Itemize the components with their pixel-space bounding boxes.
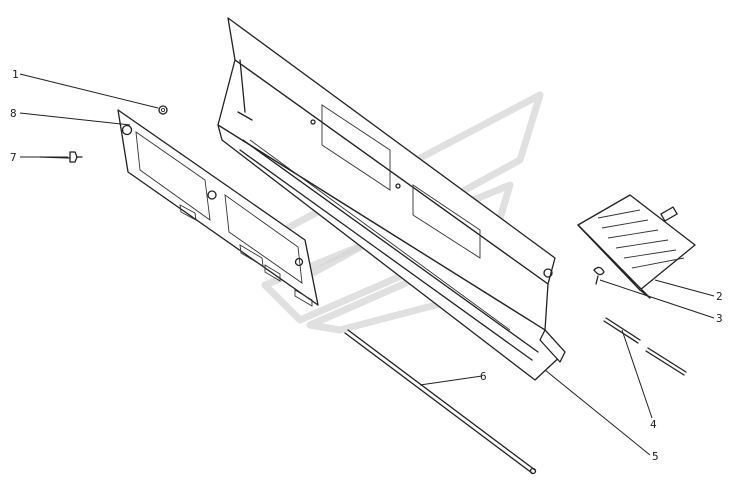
- callout-8: 8: [10, 107, 17, 120]
- grille-bracket-part-2: [577, 194, 696, 299]
- short-rod-part-4: [603, 317, 687, 376]
- callout-1: 1: [12, 68, 19, 81]
- callout-3: 3: [716, 312, 723, 325]
- callout-6: 6: [480, 370, 487, 383]
- callout-2: 2: [716, 290, 723, 303]
- callout-labels: 1 2 3 4 5 6 7 8: [10, 68, 723, 463]
- callout-5: 5: [652, 450, 659, 463]
- callout-7: 7: [10, 151, 17, 164]
- leader-lines: [19, 73, 715, 456]
- nut-part-1: [158, 105, 168, 115]
- callout-4: 4: [650, 418, 657, 431]
- side-plate-part-8: [117, 109, 319, 307]
- clip-part-3: [593, 266, 605, 285]
- rod-part-6: [344, 329, 537, 475]
- main-frame-part-5: [217, 17, 566, 381]
